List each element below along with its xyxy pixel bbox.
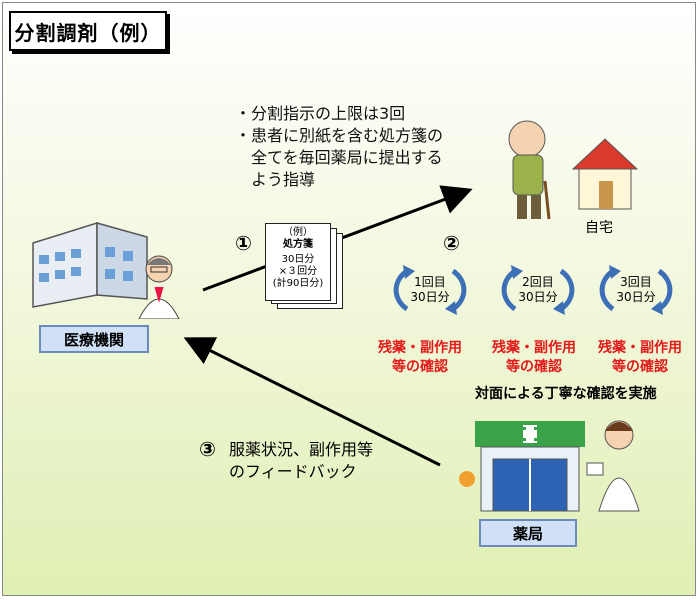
note-line: ・患者に別紙を含む処方箋の bbox=[235, 126, 444, 145]
home-label: 自宅 bbox=[585, 220, 613, 236]
prescription-example: （例） bbox=[283, 227, 313, 238]
prescription-line: (計90日分) bbox=[272, 278, 324, 289]
step-2-marker: ② bbox=[443, 231, 460, 255]
cycle-2: 2回目 30日分 bbox=[499, 259, 577, 321]
prescription-line: 30日分 bbox=[281, 254, 315, 265]
cycle-count: 2回目 bbox=[522, 275, 554, 289]
home-illustration bbox=[495, 111, 645, 229]
note-line: よう指導 bbox=[235, 170, 316, 189]
hospital-building-icon bbox=[32, 221, 180, 320]
feedback-note: 服薬状況、副作用等 のフィードバック bbox=[229, 440, 374, 481]
hospital-illustration bbox=[27, 215, 187, 320]
prescription-line: ×３回分 bbox=[278, 266, 318, 277]
cycle-count: 3回目 bbox=[620, 275, 652, 289]
step-1-marker: ① bbox=[235, 231, 252, 255]
cycle-days: 30日分 bbox=[410, 290, 450, 304]
cycle-arrows-icon bbox=[393, 265, 467, 315]
check-note-3: 残薬・副作用等の確認 bbox=[598, 340, 682, 375]
check-note-1: 残薬・副作用等の確認 bbox=[378, 340, 462, 375]
cycle-3: 3回目 30日分 bbox=[597, 259, 675, 321]
patient-and-house-icon bbox=[508, 120, 639, 220]
prescription-name: 処方箋 bbox=[283, 239, 313, 250]
note-line: 全てを毎回薬局に提出する bbox=[235, 148, 443, 167]
cycle-count: 1回目 bbox=[414, 275, 446, 289]
face-to-face-note: 対面による丁寧な確認を実施 bbox=[475, 386, 657, 402]
instruction-notes: ・分割指示の上限は3回 ・患者に別紙を含む処方箋の 全てを毎回薬局に提出する よ… bbox=[235, 103, 443, 191]
pharmacy-illustration bbox=[459, 401, 649, 517]
pharmacy-building-icon bbox=[459, 420, 640, 512]
hospital-label: 医療機関 bbox=[39, 325, 149, 353]
cycle-1: 1回目 30日分 bbox=[391, 259, 469, 321]
cycle-arrows-icon bbox=[501, 265, 575, 315]
step-3-marker: ③ bbox=[199, 437, 216, 461]
feedback-arrow bbox=[183, 337, 441, 467]
cycle-days: 30日分 bbox=[616, 290, 656, 304]
pharmacy-label: 薬局 bbox=[479, 519, 577, 547]
prescription-document: （例） 処方箋 30日分 ×３回分 (計90日分) bbox=[265, 223, 331, 301]
page-title: 分割調剤（例） bbox=[9, 11, 167, 51]
cycle-days: 30日分 bbox=[518, 290, 558, 304]
note-line: ・分割指示の上限は3回 bbox=[235, 104, 406, 123]
cycle-arrows-icon bbox=[599, 265, 673, 315]
check-note-2: 残薬・副作用等の確認 bbox=[492, 340, 576, 375]
